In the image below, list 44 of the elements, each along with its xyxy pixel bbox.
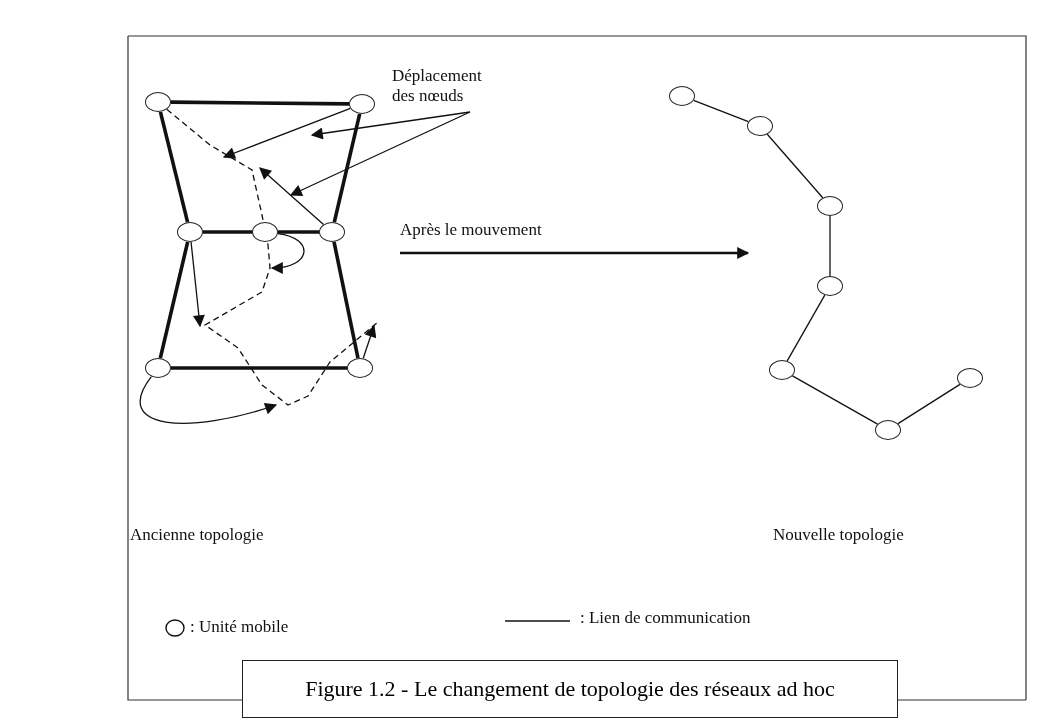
circle-node	[669, 86, 695, 106]
link-line	[693, 99, 749, 123]
link-line	[829, 215, 831, 277]
circle-node	[957, 368, 983, 388]
circle-node	[747, 116, 773, 136]
circle-node	[875, 420, 901, 440]
arrow	[222, 107, 351, 159]
legend-text: : Lien de communication	[580, 608, 751, 628]
link-line	[897, 383, 961, 425]
circle-node	[817, 196, 843, 216]
caption-text: Nouvelle topologie	[773, 525, 904, 545]
link-line	[332, 113, 362, 223]
link-line	[171, 100, 349, 106]
arrow	[259, 167, 325, 226]
dashed-path	[166, 108, 379, 406]
link-line	[171, 366, 347, 370]
circle-node	[349, 94, 375, 114]
circle-node	[769, 360, 795, 380]
circle-node	[319, 222, 345, 242]
link-line	[278, 230, 319, 234]
arrow	[190, 241, 205, 328]
link-line	[786, 294, 826, 362]
circle-node	[145, 92, 171, 112]
legend-text: : Unité mobile	[190, 617, 289, 637]
circle-node	[252, 222, 278, 242]
arrow-label: Après le mouvement	[400, 220, 542, 240]
leader-line	[289, 111, 471, 196]
link-line	[332, 241, 360, 359]
arrow	[270, 232, 305, 274]
circle-node	[817, 276, 843, 296]
caption-text: Ancienne topologie	[130, 525, 264, 545]
circle-node	[145, 358, 171, 378]
link-line	[766, 133, 824, 199]
link-line	[203, 230, 252, 234]
arrow	[362, 324, 377, 359]
annotation-text: Déplacement des nœuds	[392, 66, 492, 106]
link-line	[158, 241, 190, 359]
circle-node	[177, 222, 203, 242]
leader-line	[310, 111, 471, 140]
link-line	[158, 111, 190, 223]
figure-caption: Figure 1.2 - Le changement de topologie des réseaux ad hoc	[242, 660, 898, 718]
link-line	[791, 375, 879, 425]
circle-node	[347, 358, 373, 378]
arrow	[139, 375, 278, 424]
